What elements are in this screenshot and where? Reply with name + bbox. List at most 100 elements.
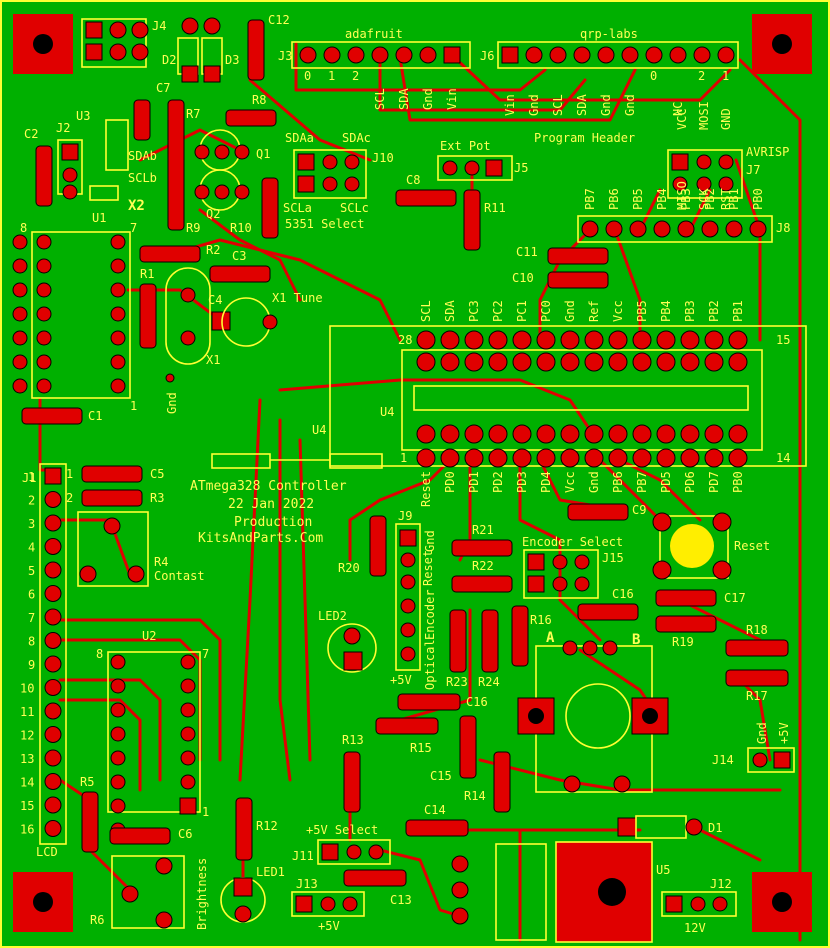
label-pin-1-c5: 1: [66, 467, 73, 481]
j8-pin-label: PB7: [583, 188, 597, 210]
u4-top-pin-label: PB2: [707, 300, 721, 322]
u2-left-pad: [110, 678, 126, 694]
u4-top-socket-pad: [704, 352, 724, 372]
u4-bottom-pin-label: PD3: [515, 471, 529, 493]
capacitor-c12: C12: [247, 13, 290, 81]
u4-top-pin-label: Vcc: [611, 300, 625, 322]
ref-j12: J12: [710, 877, 732, 891]
u4-top-pad: [680, 330, 700, 350]
ref-r5: R5: [80, 775, 94, 789]
lcd-pin-label: 11: [20, 705, 34, 719]
u2-right-pad: [180, 678, 196, 694]
u4-top-socket-pad: [608, 352, 628, 372]
u4-top-socket-pad: [416, 352, 436, 372]
j6b-pad: [525, 46, 543, 64]
ref-j4: J4: [152, 19, 166, 33]
label-reset: Reset: [734, 539, 770, 553]
ref-x1: X1: [206, 353, 220, 367]
lcd-pin-label: 15: [20, 799, 34, 813]
title-text: ATmega328 Controller: [190, 479, 347, 494]
j6b-pin-label: Vin: [503, 94, 517, 116]
u2-right-pad: [180, 774, 196, 790]
ref-j1: J1: [22, 471, 36, 485]
u2-right-pad: [180, 726, 196, 742]
ref-led2: LED2: [318, 609, 347, 623]
u4-bottom-pad: [608, 448, 628, 468]
ref-c1: C1: [88, 409, 102, 423]
ref-q2: Q2: [206, 207, 220, 221]
j6b-pad: [645, 46, 663, 64]
u4-top-pin-label: PC1: [515, 300, 529, 322]
u4-bottom-socket-pad: [584, 424, 604, 444]
label-5v-select: +5V Select: [306, 823, 378, 837]
label-program-header: Program Header: [534, 131, 635, 145]
j8-pin-label: PB3: [679, 188, 693, 210]
lcd-pin-label: 10: [20, 682, 34, 696]
ref-j9: J9: [398, 509, 412, 523]
label-sclc: SCLc: [340, 201, 369, 215]
passives-right: R16 C16 C17 R19 R18 R17: [511, 587, 789, 703]
ref-r8: R8: [252, 93, 266, 107]
lcd-pin-label: 1: [28, 470, 35, 484]
reset-button[interactable]: Reset: [652, 512, 770, 580]
label-gnd-testpoint: Gnd: [165, 392, 179, 414]
ref-u2: U2: [142, 629, 156, 643]
dip-right-pad: [110, 330, 126, 346]
u4-top-socket-pad: [584, 352, 604, 372]
dip-right-pad: [110, 306, 126, 322]
date-text: 22 Jan 2022: [228, 497, 314, 512]
lcd-pad: [44, 820, 62, 837]
ref-r11: R11: [484, 201, 506, 215]
j6b-pin-label: Gnd: [599, 94, 613, 116]
dip-left-pad: [36, 330, 52, 346]
lcd-pin-label: 4: [28, 541, 35, 555]
header-j4: J4: [81, 18, 166, 68]
lcd-pad: [44, 632, 62, 649]
j6-pad: [443, 46, 461, 64]
u4-top-socket-pad: [440, 352, 460, 372]
u4-top-pin-label: PB3: [683, 300, 697, 322]
u4-bottom-socket-pad: [680, 424, 700, 444]
label-x1-tune: X1 Tune: [272, 291, 323, 305]
lcd-pad: [44, 655, 62, 673]
j6-pad: [323, 46, 341, 64]
u4-top-pin-label: PC2: [491, 300, 505, 322]
u2-left-pad: [110, 654, 126, 670]
ref-r2: R2: [206, 243, 220, 257]
ext-pot-area: C8 Ext Pot J5 R11: [395, 139, 528, 251]
u4-bottom-pin-label: PD2: [491, 471, 505, 493]
j8-pin-label: PB6: [607, 188, 621, 210]
u4-bottom-pad: [728, 448, 748, 468]
dip-left-pad-outer: [12, 282, 28, 298]
u4-bottom-pad: [632, 448, 652, 468]
u4-bottom-socket-pad: [656, 424, 676, 444]
ref-led1: LED1: [256, 865, 285, 879]
ref-c16: C16: [612, 587, 634, 601]
dip-right-pad: [110, 378, 126, 394]
rotary-encoder[interactable]: A B: [517, 630, 669, 793]
j7-pin-label: MOSI: [697, 101, 711, 130]
dip-left-pad-outer: [12, 306, 28, 322]
site-text: KitsAndParts.Com: [198, 531, 323, 546]
ref-c17: C17: [724, 591, 746, 605]
x1-crystal-outline: [211, 453, 383, 469]
u4-bottom-pin-label: Gnd: [587, 471, 601, 493]
j6b-pin-label: 0: [650, 69, 657, 83]
u4-bottom-pin-label: PD7: [707, 471, 721, 493]
j7-pin-label: SCK: [697, 188, 711, 210]
dip-left-pad: [36, 258, 52, 274]
label-pin-1: 1: [400, 451, 407, 465]
ref-c8: C8: [406, 173, 420, 187]
ref-r17: R17: [746, 689, 768, 703]
label-adafruit: adafruit: [345, 27, 403, 41]
label-ext-pot: Ext Pot: [440, 139, 491, 153]
ref-r14: R14: [464, 789, 486, 803]
capacitor-c1: C1: [21, 407, 102, 425]
capacitor-c9: C9: [567, 503, 646, 521]
ref-j7: J7: [746, 163, 760, 177]
ref-c15: C15: [430, 769, 452, 783]
dip-left-pad-outer: [12, 354, 28, 370]
u3-u1-cluster: U3 J2 U1 X2 SDAb SCLb C2 C7: [24, 81, 170, 225]
header-j14: J14 Gnd +5V: [712, 722, 795, 773]
